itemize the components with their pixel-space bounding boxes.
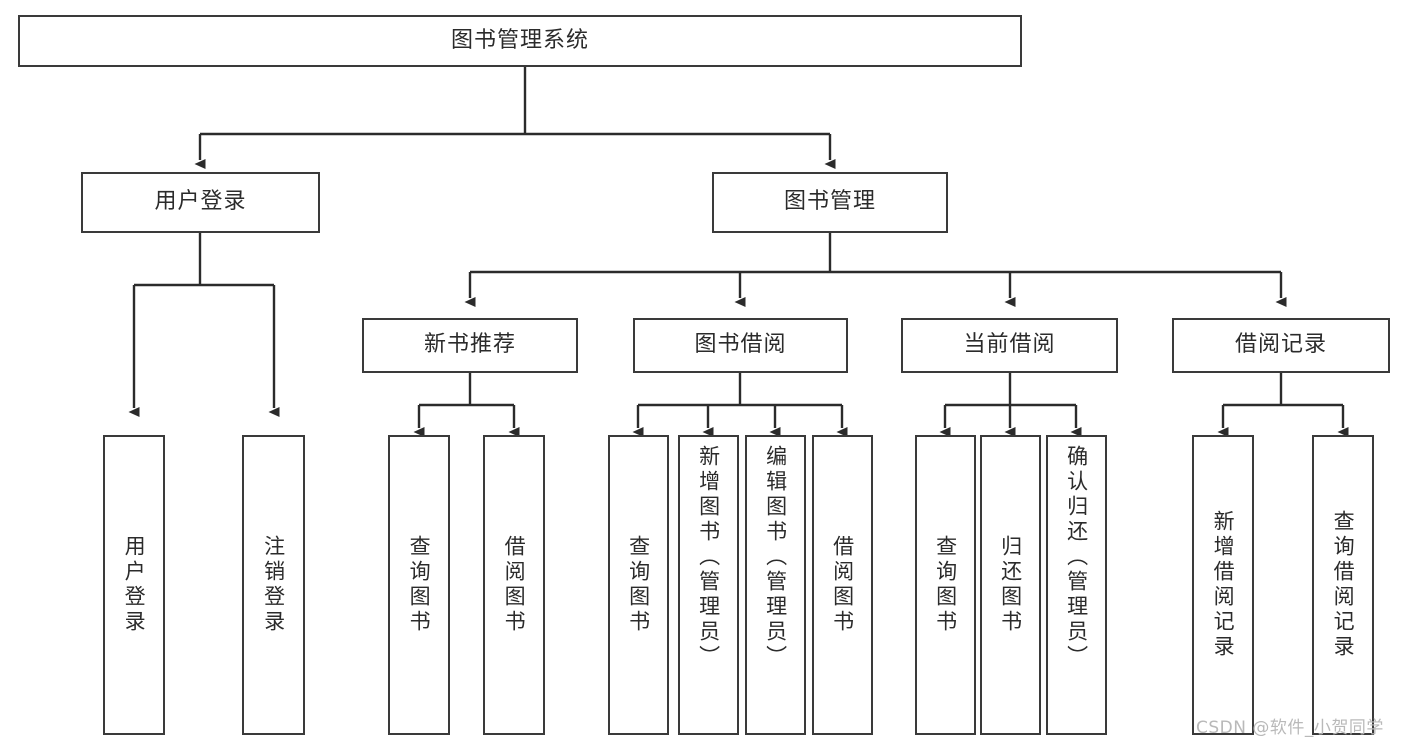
leaf-confirm-return-admin[interactable]: 确认归还（管理员）: [1046, 435, 1107, 735]
leaf-query-borrow-record[interactable]: 查询借阅记录: [1312, 435, 1374, 735]
leaf-logout-login[interactable]: 注销登录: [242, 435, 305, 735]
leaf-add-book-admin[interactable]: 新增图书（管理员）: [678, 435, 739, 735]
leaf-query-book-borrow[interactable]: 查询图书: [608, 435, 669, 735]
node-user-login[interactable]: 用户登录: [81, 172, 320, 233]
leaf-edit-book-admin[interactable]: 编辑图书（管理员）: [745, 435, 806, 735]
leaf-add-borrow-record[interactable]: 新增借阅记录: [1192, 435, 1254, 735]
node-borrow-record[interactable]: 借阅记录: [1172, 318, 1390, 373]
leaf-user-login[interactable]: 用户登录: [103, 435, 165, 735]
csdn-watermark: CSDN @软件_小贺同学: [1196, 718, 1384, 738]
leaf-return-book[interactable]: 归还图书: [980, 435, 1041, 735]
node-book-management[interactable]: 图书管理: [712, 172, 948, 233]
node-book-borrow[interactable]: 图书借阅: [633, 318, 848, 373]
leaf-borrow-book-borrow[interactable]: 借阅图书: [812, 435, 873, 735]
node-new-book-recommend[interactable]: 新书推荐: [362, 318, 578, 373]
leaf-query-book-new-recommend[interactable]: 查询图书: [388, 435, 450, 735]
node-root-book-management-system[interactable]: 图书管理系统: [18, 15, 1022, 67]
leaf-query-book-current[interactable]: 查询图书: [915, 435, 976, 735]
leaf-borrow-book-new-recommend[interactable]: 借阅图书: [483, 435, 545, 735]
node-current-borrow[interactable]: 当前借阅: [901, 318, 1118, 373]
